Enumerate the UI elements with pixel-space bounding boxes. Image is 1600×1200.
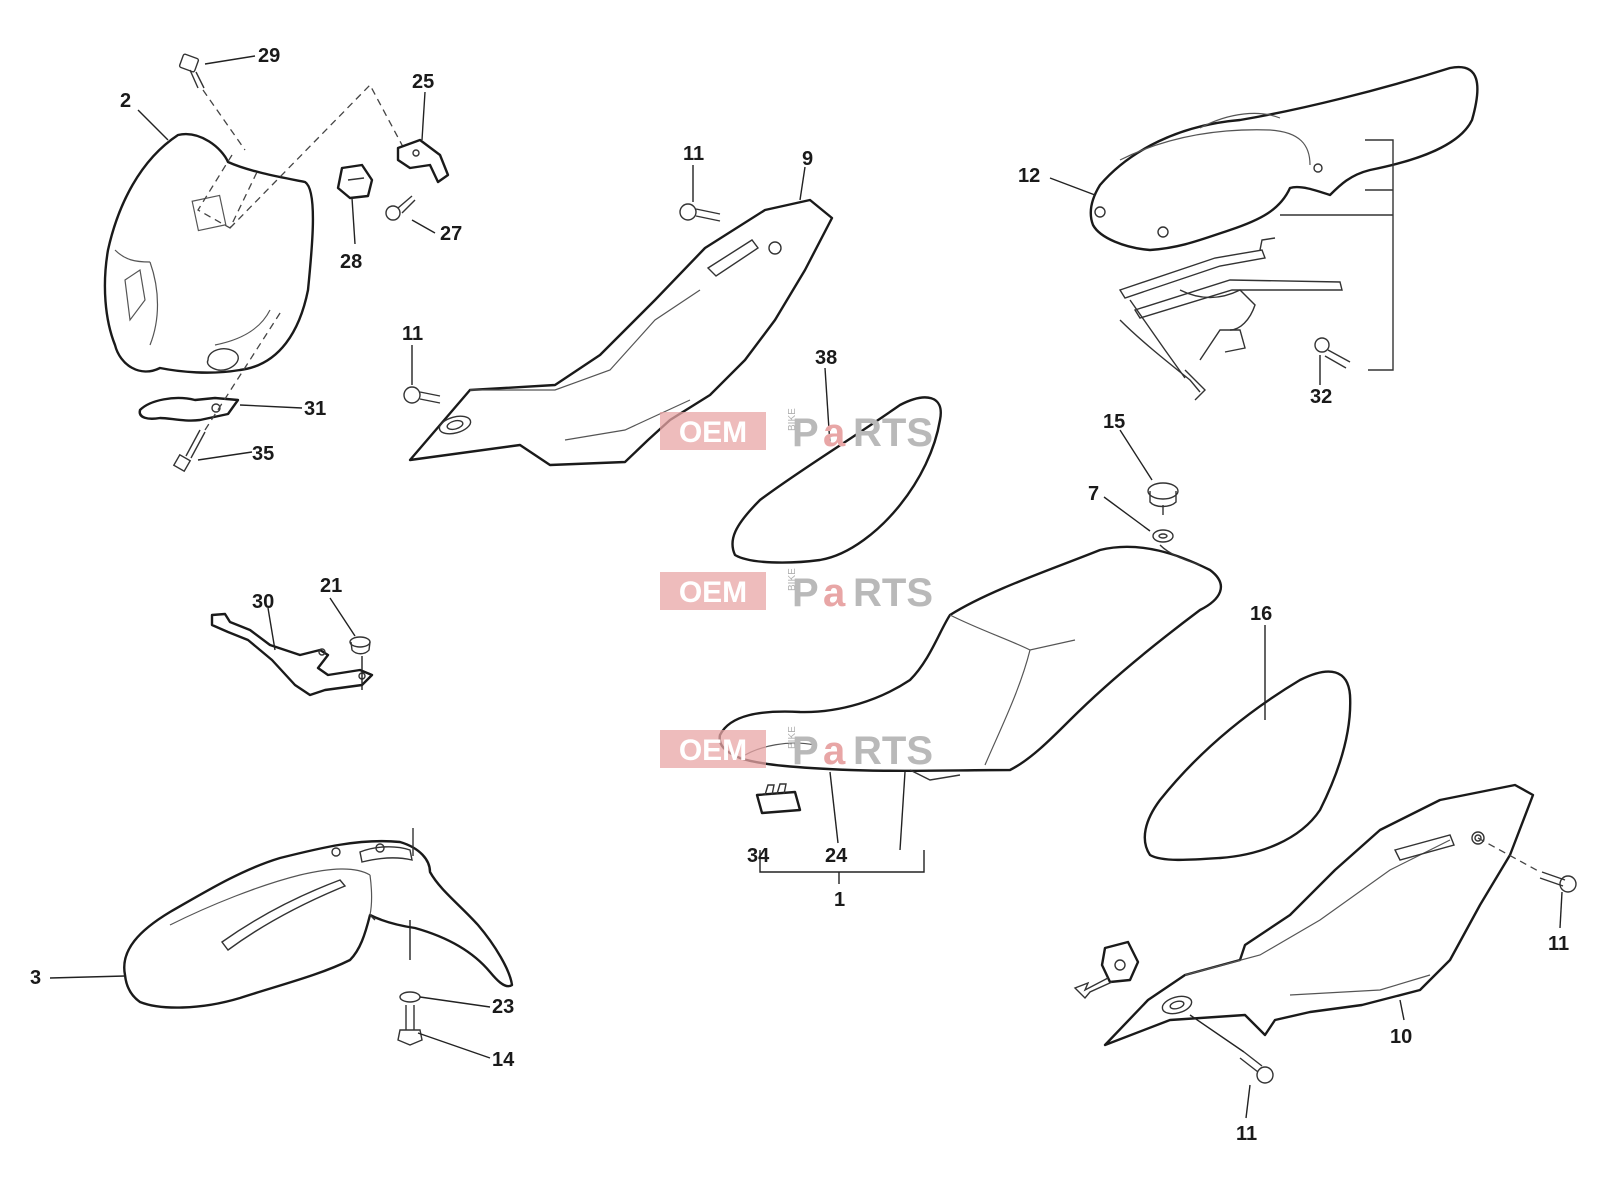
right-side-panel xyxy=(1103,783,1535,1047)
callout-11-d: 11 xyxy=(1236,1123,1257,1145)
bolt-29 xyxy=(178,53,246,151)
callout-2: 2 xyxy=(120,90,131,112)
svg-text:P: P xyxy=(792,571,819,615)
callout-1: 1 xyxy=(834,889,845,911)
callout-3: 3 xyxy=(30,967,41,989)
decal-38 xyxy=(731,396,942,564)
screw-32 xyxy=(1314,337,1351,369)
rear-mudguard xyxy=(1089,65,1479,252)
svg-text:a: a xyxy=(823,571,846,615)
screw-11-bottom xyxy=(1189,1014,1274,1084)
callout-29: 29 xyxy=(258,45,280,67)
svg-text:RTS: RTS xyxy=(853,411,933,455)
callout-34: 34 xyxy=(747,845,770,867)
svg-text:a: a xyxy=(823,411,846,455)
svg-text:BIKE: BIKE xyxy=(787,726,798,749)
svg-text:OEM: OEM xyxy=(679,734,747,767)
callout-21: 21 xyxy=(320,575,342,597)
headlight-fairing xyxy=(103,132,315,374)
washer-7 xyxy=(1152,529,1174,543)
leader-lines xyxy=(49,55,1563,1119)
svg-text:BIKE: BIKE xyxy=(787,408,798,431)
bracket-30 xyxy=(210,612,374,697)
screw-27 xyxy=(385,195,416,221)
svg-text:a: a xyxy=(823,729,846,773)
svg-text:BIKE: BIKE xyxy=(787,568,798,591)
front-mudguard xyxy=(123,828,514,1009)
callout-7: 7 xyxy=(1088,483,1099,505)
rubber-pad-34 xyxy=(755,783,802,815)
callout-11-a: 11 xyxy=(683,143,704,165)
assembly-line-25 xyxy=(197,83,411,229)
watermark-2: OEM BIKE P a RTS xyxy=(660,568,933,615)
direction-arrow-icon xyxy=(1073,977,1113,1000)
callout-14: 14 xyxy=(492,1049,515,1071)
callout-35: 35 xyxy=(252,443,274,465)
seat xyxy=(718,544,1222,781)
fastener-15 xyxy=(1147,482,1179,515)
screw-11-top xyxy=(679,203,721,222)
callout-32: 32 xyxy=(1310,386,1332,408)
callout-28: 28 xyxy=(340,251,362,273)
callout-23: 23 xyxy=(492,996,514,1018)
grommet-21 xyxy=(349,636,371,690)
callout-11-c: 11 xyxy=(1548,933,1569,955)
callout-11-b: 11 xyxy=(402,323,423,345)
left-side-panel xyxy=(408,198,834,467)
svg-text:P: P xyxy=(792,411,819,455)
svg-text:RTS: RTS xyxy=(853,571,933,615)
callout-27: 27 xyxy=(440,223,462,245)
bracket-25 xyxy=(396,138,450,184)
callout-38: 38 xyxy=(815,347,837,369)
decal-16 xyxy=(1143,670,1352,862)
assembly-frame-lines xyxy=(1280,139,1394,371)
watermark-3: OEM BIKE P a RTS xyxy=(660,726,933,773)
clip-right-panel xyxy=(1100,940,1140,984)
callout-labels: 29 2 25 28 27 31 35 11 9 11 38 12 32 15 … xyxy=(30,45,1569,1145)
callout-10: 10 xyxy=(1390,1026,1412,1048)
clip-28 xyxy=(336,163,374,200)
rear-subframe xyxy=(1118,237,1343,401)
callout-15: 15 xyxy=(1103,411,1125,433)
callout-31: 31 xyxy=(304,398,326,420)
washer-23 xyxy=(399,920,421,1003)
bracket-31 xyxy=(138,396,240,422)
svg-text:RTS: RTS xyxy=(853,729,933,773)
callout-24: 24 xyxy=(825,845,848,867)
svg-text:OEM: OEM xyxy=(679,416,747,449)
callout-9: 9 xyxy=(802,148,813,170)
svg-text:OEM: OEM xyxy=(679,576,747,609)
screw-11-right xyxy=(1477,837,1577,893)
callout-30: 30 xyxy=(252,591,274,613)
screw-11-left xyxy=(403,386,441,404)
callout-25: 25 xyxy=(412,71,434,93)
screw-35 xyxy=(172,309,283,473)
bolt-14 xyxy=(397,1005,423,1046)
callout-12: 12 xyxy=(1018,165,1040,187)
callout-16: 16 xyxy=(1250,603,1272,625)
svg-text:P: P xyxy=(792,729,819,773)
watermark-1: OEM BIKE P a RTS xyxy=(660,408,933,455)
